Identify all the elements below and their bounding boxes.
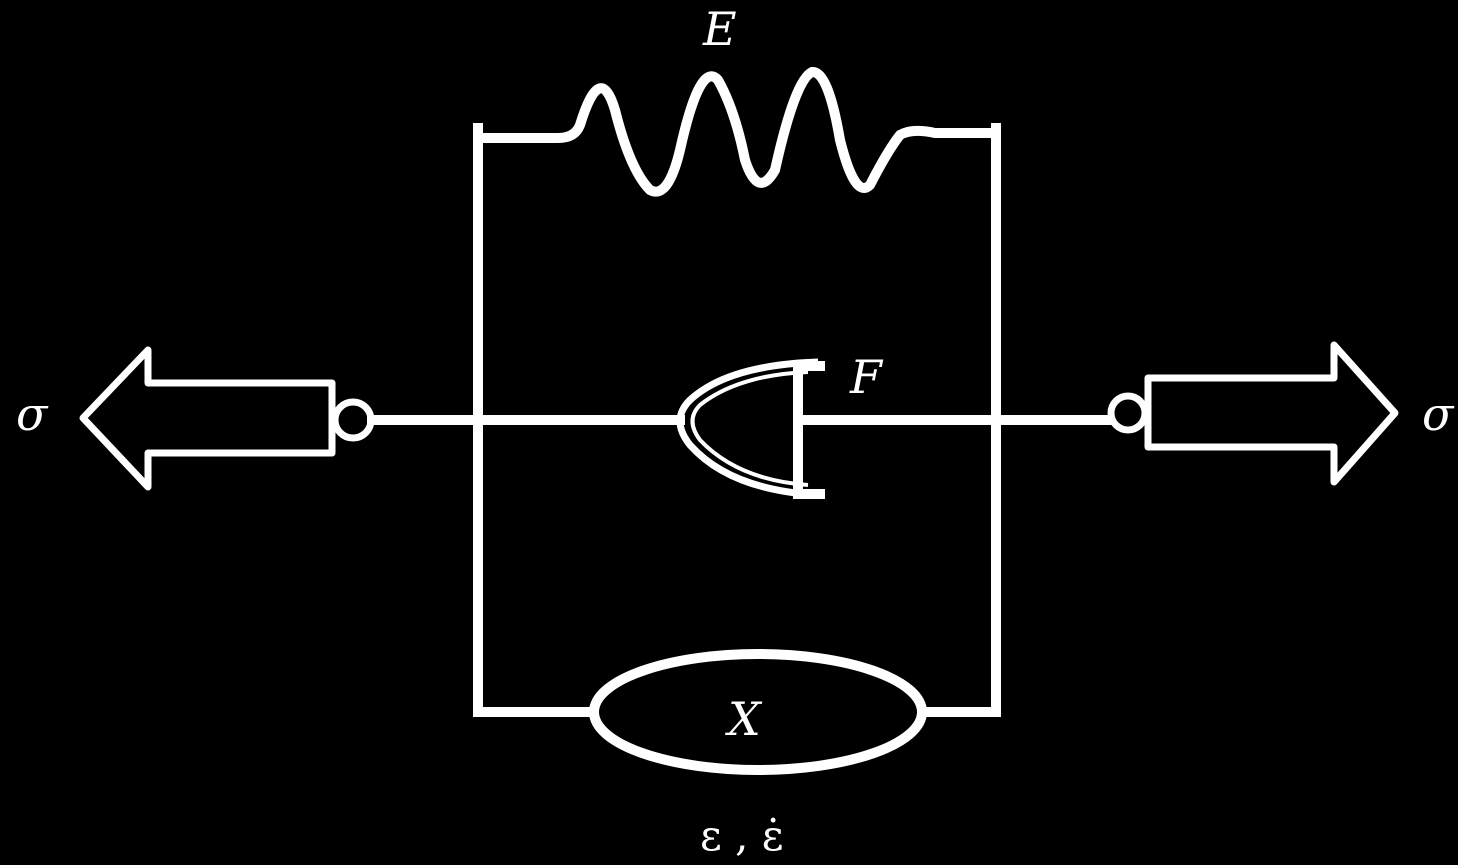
stress-right-label: σ xyxy=(1422,387,1455,441)
spring-label: E xyxy=(702,2,737,56)
friction-label: F xyxy=(849,350,884,404)
element-x xyxy=(473,649,1001,775)
spring-element xyxy=(473,67,1001,197)
stress-left-label: σ xyxy=(16,387,49,441)
friction-element xyxy=(473,358,1001,499)
element-x-label: X xyxy=(725,692,763,746)
right-stress-arrow xyxy=(991,341,1399,486)
strain-label: ε , ε̇ xyxy=(700,811,784,860)
left-stress-arrow xyxy=(79,346,483,491)
